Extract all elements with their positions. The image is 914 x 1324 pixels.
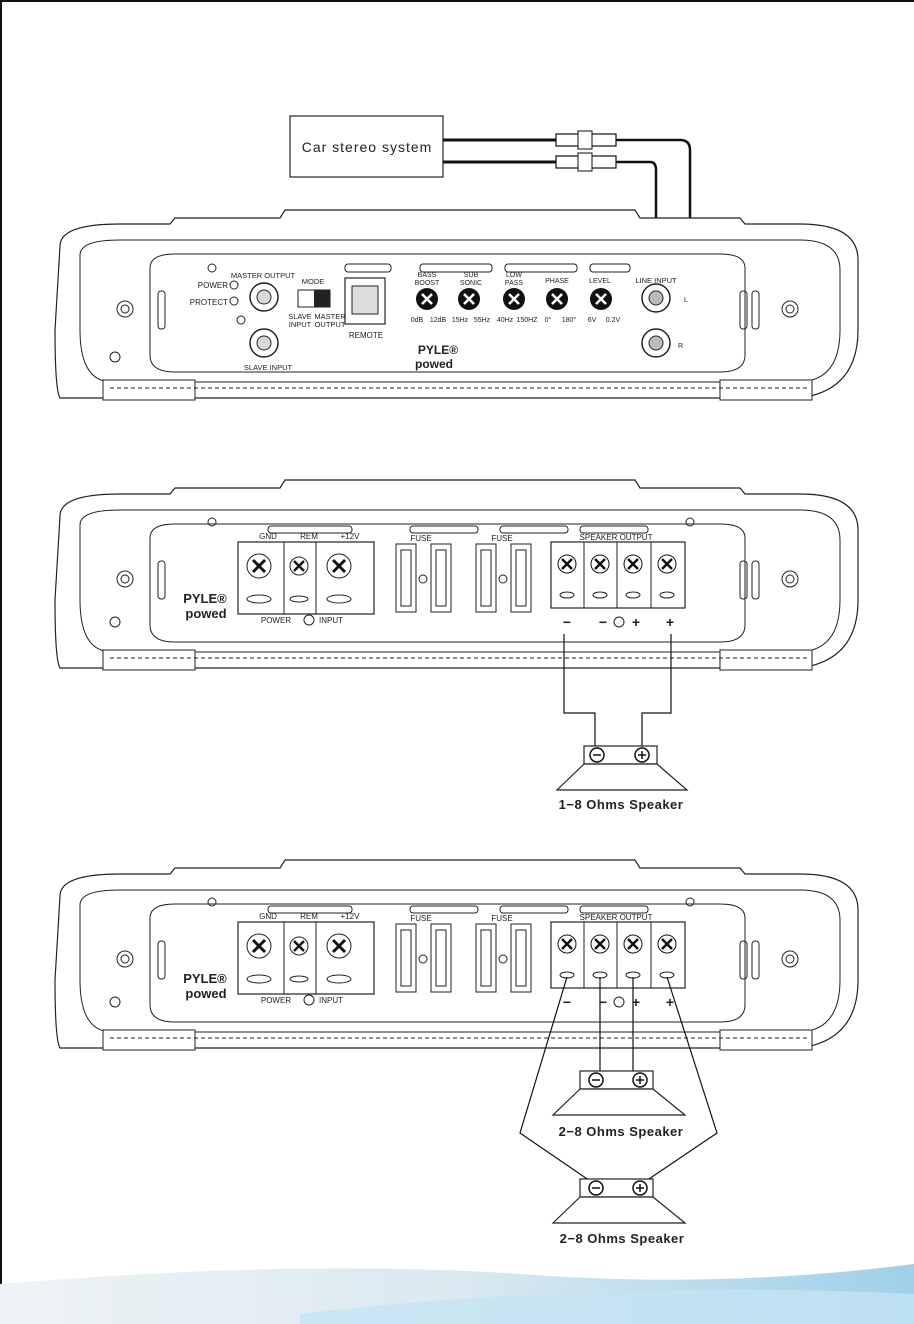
power-input-label-2: INPUT <box>319 616 343 625</box>
brand-logo-line1: PYLE® <box>418 343 458 357</box>
minus-label-2: − <box>599 614 607 630</box>
level-knob: LEVEL 6V 0.2V <box>588 278 621 324</box>
remote-label: REMOTE <box>349 331 383 340</box>
plus12v-label: +12V <box>341 532 361 541</box>
lp-max-label: 150HZ <box>516 317 538 324</box>
sub-max-label: 55Hz <box>474 317 491 324</box>
master-output-label: MASTER OUTPUT <box>231 271 296 280</box>
mode-slave-label: SLAVE <box>288 312 312 321</box>
mode-master-label: MASTER <box>314 312 346 321</box>
plus12v-label: +12V <box>341 912 361 921</box>
plus-label: + <box>632 994 640 1010</box>
power-led-label: POWER <box>198 281 228 290</box>
level-label: LEVEL <box>589 278 611 285</box>
speaker-output-label: SPEAKER OUTPUT <box>580 533 653 542</box>
right-channel-label: R <box>678 343 683 350</box>
protect-led-label: PROTECT <box>190 298 228 307</box>
speaker-terminal-block <box>550 541 686 609</box>
plus-label: + <box>632 614 640 630</box>
mode-slave-label-2: INPUT <box>289 320 312 329</box>
power-input-label: POWER <box>261 996 291 1005</box>
minus-label-2: − <box>599 994 607 1010</box>
plus-label-2: + <box>666 994 674 1010</box>
mode-master-label-2: OUTPUT <box>315 320 346 329</box>
plus-label-2: + <box>666 614 674 630</box>
amplifier-terminal-panel-stereo: GND REM +12V POWER INPUT PYLE® powed FUS… <box>54 859 859 1051</box>
rem-label: REM <box>300 912 318 921</box>
phase-knob: PHASE 0° 180° <box>545 278 577 324</box>
bass-max-label: 12dB <box>430 317 447 324</box>
phase-label: PHASE <box>545 278 569 285</box>
brand-logo-line2: powed <box>185 986 226 1001</box>
power-input-label: POWER <box>261 616 291 625</box>
brand-logo-line2: powed <box>185 606 226 621</box>
car-stereo-box <box>289 115 444 178</box>
speaker-a-label: 2−8 Ohms Speaker <box>559 1124 684 1139</box>
fuse-label: FUSE <box>410 534 431 543</box>
rem-label: REM <box>300 532 318 541</box>
speaker-b <box>551 1178 687 1224</box>
bass-boost-label-2: BOOST <box>415 280 440 287</box>
speaker-a <box>551 1070 687 1116</box>
speaker-terminal-block <box>550 921 686 989</box>
minus-label: − <box>563 614 571 630</box>
slave-input-label: SLAVE INPUT <box>244 363 293 372</box>
fuse-label-2: FUSE <box>491 914 512 923</box>
low-pass-knob: LOW PASS 40Hz 150HZ <box>497 272 538 324</box>
sub-sonic-knob: SUB SONIC 15Hz 55Hz <box>452 272 491 324</box>
brand-logo-line1: PYLE® <box>183 971 227 986</box>
sub-sonic-label: SUB <box>464 272 479 279</box>
left-channel-label: L <box>684 297 688 304</box>
low-pass-label: LOW <box>506 272 522 279</box>
protect-led <box>229 296 239 306</box>
brand-logo-line1: PYLE® <box>183 591 227 606</box>
phase-min-label: 0° <box>545 316 552 324</box>
sub-min-label: 15Hz <box>452 317 469 324</box>
speaker-b-label: 2−8 Ohms Speaker <box>560 1231 685 1246</box>
fuse-label: FUSE <box>410 914 431 923</box>
speaker-bridged-label: 1−8 Ohms Speaker <box>559 797 684 812</box>
power-input-label-2: INPUT <box>319 996 343 1005</box>
level-max-label: 0.2V <box>606 317 621 324</box>
amplifier-terminal-panel-bridged: GND REM +12V POWER INPUT PYLE® powed FUS… <box>54 479 859 671</box>
line-input-label: LINE INPUT <box>635 276 677 285</box>
brand-logo-line2: powed <box>415 357 453 371</box>
speaker-output-label: SPEAKER OUTPUT <box>580 913 653 922</box>
sub-sonic-label-2: SONIC <box>460 280 482 287</box>
mode-label: MODE <box>302 277 325 286</box>
speaker-bridged <box>555 745 689 791</box>
phase-max-label: 180° <box>562 316 577 324</box>
lp-min-label: 40Hz <box>497 317 514 324</box>
bridged-speaker-wiring <box>563 634 672 756</box>
bass-boost-label: BASS <box>418 272 437 279</box>
low-pass-label-2: PASS <box>505 280 523 287</box>
gnd-label: GND <box>259 532 277 541</box>
car-stereo-label: Car stereo system <box>302 139 433 155</box>
gnd-label: GND <box>259 912 277 921</box>
power-led <box>229 280 239 290</box>
bass-boost-knob: BASS BOOST 0dB 12dB <box>411 272 447 324</box>
level-min-label: 6V <box>588 317 597 324</box>
decorative-footer-wave <box>0 1264 914 1324</box>
bass-min-label: 0dB <box>411 317 424 324</box>
amplifier-front-panel: POWER PROTECT MASTER OUTPUT SLAVE INPUT … <box>54 209 859 401</box>
minus-label: − <box>563 994 571 1010</box>
fuse-label-2: FUSE <box>491 534 512 543</box>
